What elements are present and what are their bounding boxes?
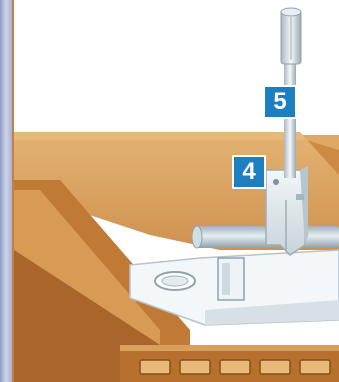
step-5-badge: 5: [263, 85, 297, 119]
screw-shaft: [284, 60, 296, 178]
plate-block: [218, 258, 244, 300]
screw-icon: [281, 8, 301, 64]
plinth-slots: [140, 360, 330, 374]
wall-frame: [0, 0, 12, 382]
step-4-badge: 4: [232, 155, 266, 189]
